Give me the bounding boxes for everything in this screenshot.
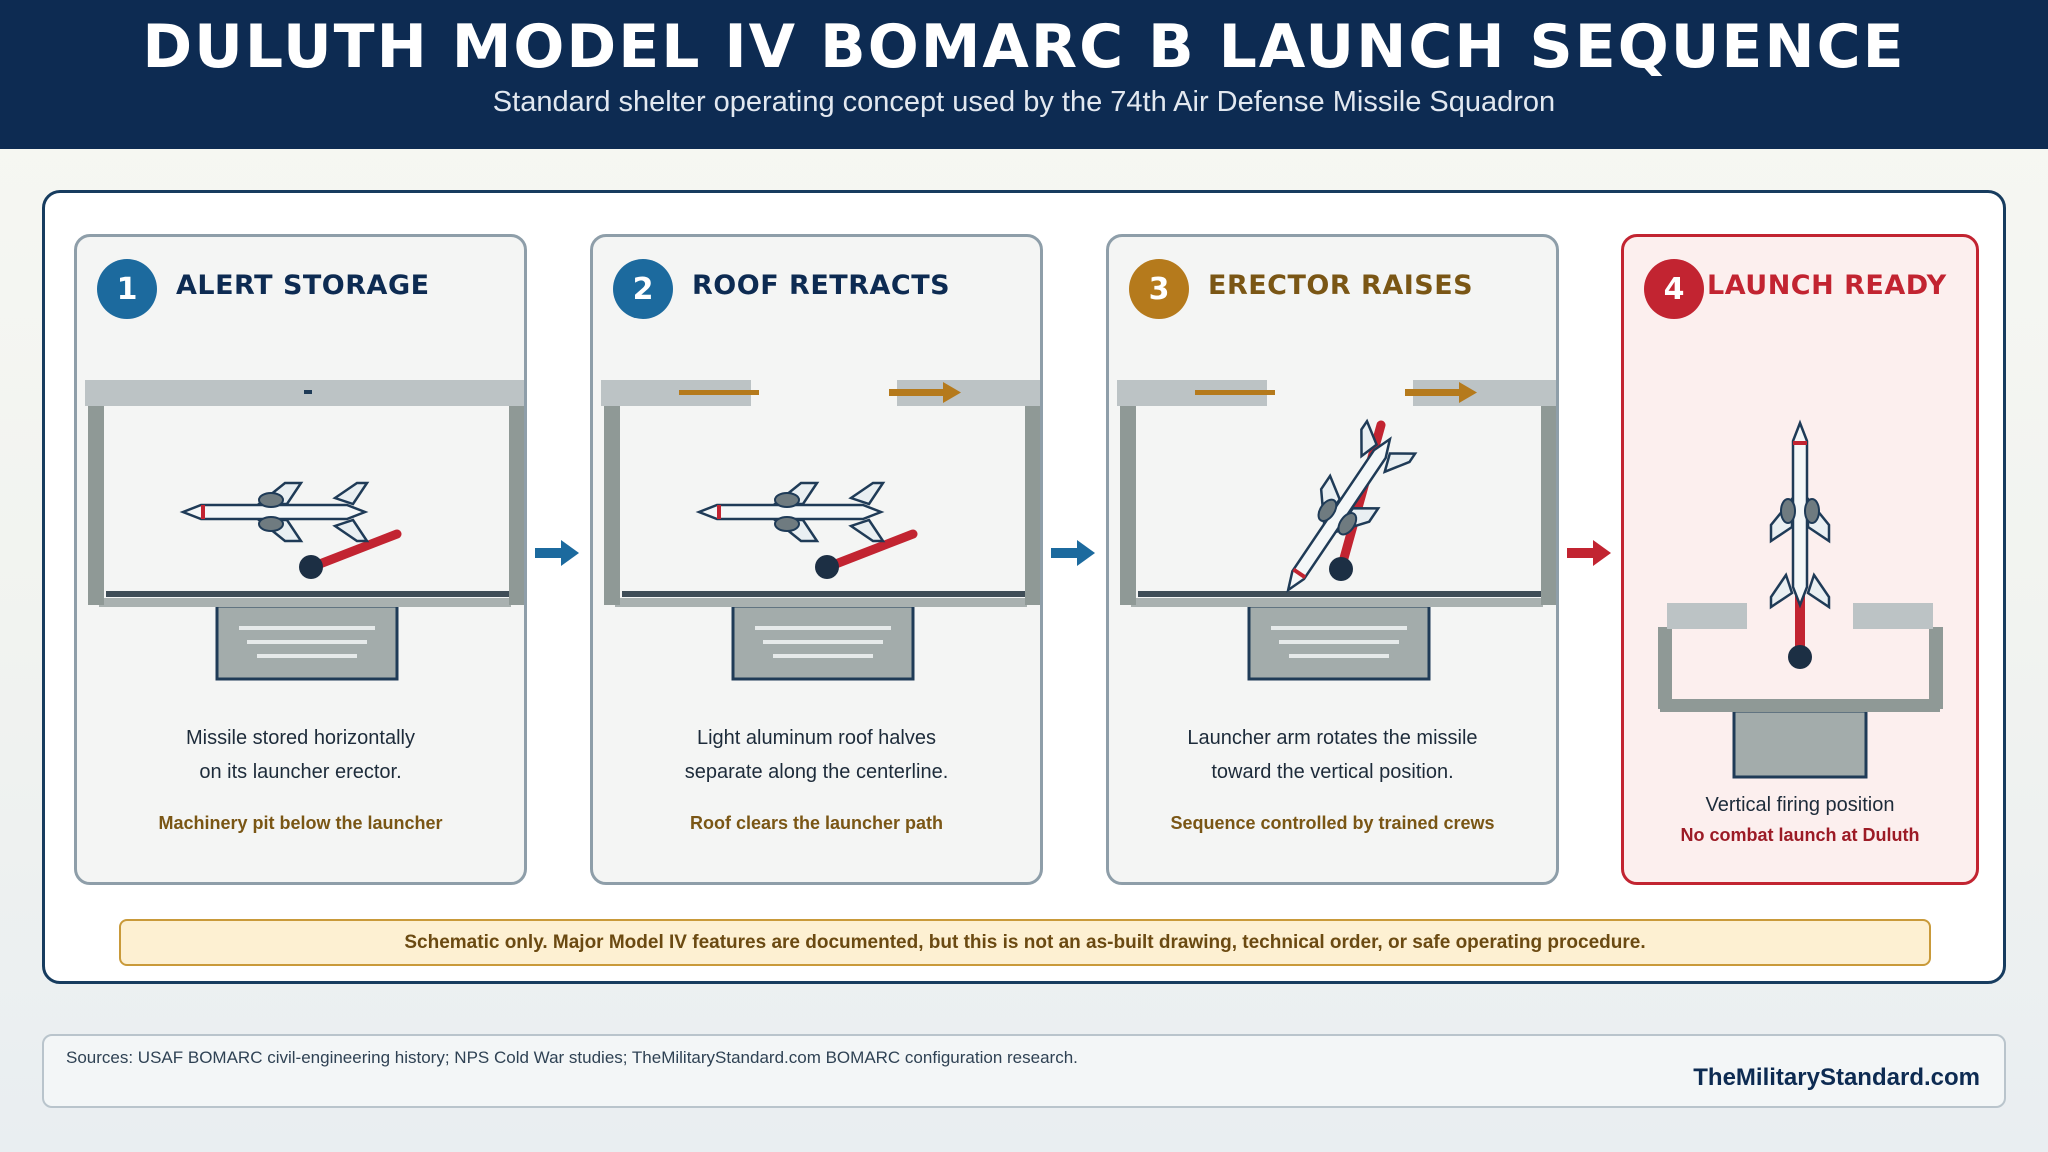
roof-motion-line <box>679 390 759 395</box>
step-description: Launcher arm rotates the missile toward … <box>1187 727 1478 783</box>
step-number-badge: 1 <box>97 259 157 319</box>
step-card-erector-raises: 3 ERECTOR RAISES Launch <box>1106 234 1559 885</box>
shelter-schematic <box>1117 380 1556 681</box>
step-note: No combat launch at Duluth <box>1680 825 1920 845</box>
machinery-pit <box>1247 604 1431 681</box>
machinery-pit <box>731 604 915 681</box>
step-title: ROOF RETRACTS <box>692 270 951 301</box>
shelter-schematic <box>601 380 1040 681</box>
step-card-alert-storage: 1 ALERT STORAGE Missile stored horizonta… <box>74 234 527 885</box>
shelter-wall-right <box>509 395 524 605</box>
step-number-badge: 2 <box>613 259 673 319</box>
step-note: Roof clears the launcher path <box>689 813 944 833</box>
flow-arrow-3 <box>1567 540 1611 566</box>
machinery-pit <box>1732 709 1868 779</box>
roof-half-right <box>1853 603 1933 629</box>
footer: Sources: USAF BOMARC civil-engineering h… <box>42 1034 2006 1108</box>
step-note: Sequence controlled by trained crews <box>1170 813 1495 833</box>
shelter-floor <box>1660 699 1940 712</box>
step-number-badge: 3 <box>1129 259 1189 319</box>
page-subtitle: Standard shelter operating concept used … <box>492 86 1556 118</box>
step-description: Vertical firing position <box>1705 794 1895 816</box>
bomarc-missile <box>181 481 369 543</box>
disclaimer-banner: Schematic only. Major Model IV features … <box>119 919 1931 966</box>
bomarc-missile <box>697 481 885 543</box>
step-note: Machinery pit below the launcher <box>158 813 443 833</box>
erector-arm <box>823 529 918 572</box>
brand-logo-text: TheMilitaryStandard.com <box>1693 1064 1980 1091</box>
shelter-wall-left <box>604 395 620 605</box>
shelter-floor <box>99 598 511 607</box>
erector-pivot <box>1788 645 1812 669</box>
step-description: Missile stored horizontally on its launc… <box>186 727 415 783</box>
machinery-pit <box>215 604 399 681</box>
step-title: ALERT STORAGE <box>176 270 430 301</box>
roof-centerline-mark <box>304 390 312 394</box>
roof-motion-arrow-icon <box>1405 382 1477 403</box>
erector-pivot <box>299 555 323 579</box>
shelter-wall-right <box>1929 627 1943 709</box>
shelter-wall-left <box>1658 627 1672 709</box>
shelter-wall-right <box>1025 395 1040 605</box>
shelter-wall-right <box>1541 395 1556 605</box>
floor-slab <box>106 591 509 597</box>
step-description: Light aluminum roof halves separate alon… <box>684 727 949 783</box>
sequence-panel: 1 ALERT STORAGE Missile stored horizonta… <box>42 190 2006 984</box>
shelter-schematic <box>85 380 524 681</box>
step-title: ERECTOR RAISES <box>1208 270 1474 301</box>
erector-arm <box>307 529 402 572</box>
flow-arrow-2 <box>1051 540 1095 566</box>
page-title: DULUTH MODEL IV BOMARC B LAUNCH SEQUENCE <box>142 12 1906 82</box>
shelter-wall-left <box>1120 395 1136 605</box>
shelter-schematic <box>1658 421 1943 779</box>
erector-pivot <box>815 555 839 579</box>
step-card-launch-ready: 4 LAUNCH READY Vertical firing position … <box>1621 234 1979 885</box>
flow-arrow-1 <box>535 540 579 566</box>
shelter-wall-left <box>88 395 104 605</box>
header: DULUTH MODEL IV BOMARC B LAUNCH SEQUENCE… <box>0 0 2048 149</box>
bomarc-missile <box>1769 421 1831 609</box>
sources-text: Sources: USAF BOMARC civil-engineering h… <box>66 1048 1078 1067</box>
roof-motion-line <box>1195 390 1275 395</box>
roof-half-left <box>1667 603 1747 629</box>
step-card-roof-retracts: 2 ROOF RETRACTS Light a <box>590 234 1043 885</box>
erector-pivot <box>1329 557 1353 581</box>
step-title: LAUNCH READY <box>1707 270 1947 301</box>
roof-motion-arrow-icon <box>889 382 961 403</box>
step-number-badge: 4 <box>1644 259 1704 319</box>
